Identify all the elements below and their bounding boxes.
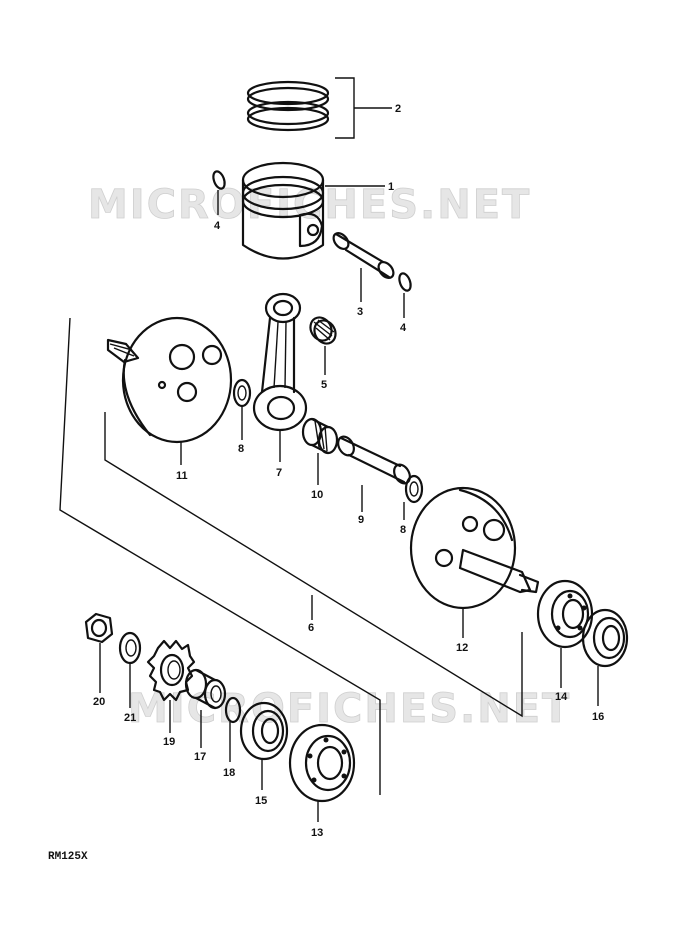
callout-11: 11 — [176, 470, 188, 482]
circlip-left — [212, 170, 226, 190]
callout-10: 10 — [311, 489, 323, 501]
callout-16: 16 — [592, 711, 604, 723]
small-end-bearing — [309, 316, 337, 345]
big-end-bearing — [301, 417, 339, 455]
callout-7: 7 — [276, 467, 282, 479]
piston-rings — [246, 80, 330, 132]
callout-13: 13 — [311, 827, 323, 839]
callout-18: 18 — [223, 767, 235, 779]
crank-nut — [84, 612, 114, 644]
callout-8-right: 8 — [400, 524, 406, 536]
washer-right — [404, 474, 424, 504]
callout-3: 3 — [357, 306, 363, 318]
callout-4-right: 4 — [400, 322, 407, 334]
circlip-right — [398, 272, 412, 292]
callout-21: 21 — [124, 712, 136, 724]
nut-washer — [118, 631, 142, 665]
callout-14: 14 — [555, 691, 568, 703]
piston-pin — [332, 232, 395, 279]
oil-seal-left — [239, 701, 289, 761]
spacer — [184, 668, 227, 710]
oil-seal-right — [581, 608, 629, 668]
bracket-2 — [335, 77, 355, 139]
crank-half-right — [409, 486, 540, 610]
watermark-bottom: MICROFICHES.NET — [128, 686, 571, 732]
callout-20: 20 — [93, 696, 105, 708]
model-code: RM125X — [48, 851, 88, 863]
piston — [241, 161, 325, 260]
callout-6: 6 — [308, 622, 314, 634]
callout-9: 9 — [358, 514, 364, 526]
callout-19: 19 — [163, 736, 175, 748]
crank-bearing-right — [536, 579, 594, 649]
callout-12: 12 — [456, 642, 468, 654]
crank-pin — [337, 435, 411, 485]
washer-left — [232, 378, 252, 408]
callout-5: 5 — [321, 379, 327, 391]
assembly-bracket — [59, 317, 523, 795]
callout-4-left: 4 — [214, 220, 221, 232]
crank-bearing-left — [288, 723, 356, 803]
callout-2: 2 — [395, 103, 401, 115]
primary-drive-gear — [146, 639, 196, 702]
callout-8-left: 8 — [238, 443, 244, 455]
callout-17: 17 — [194, 751, 206, 763]
callout-1: 1 — [388, 181, 394, 193]
o-ring — [224, 696, 242, 724]
crank-half-left — [106, 316, 233, 444]
connecting-rod — [252, 292, 308, 432]
callout-15: 15 — [255, 795, 267, 807]
